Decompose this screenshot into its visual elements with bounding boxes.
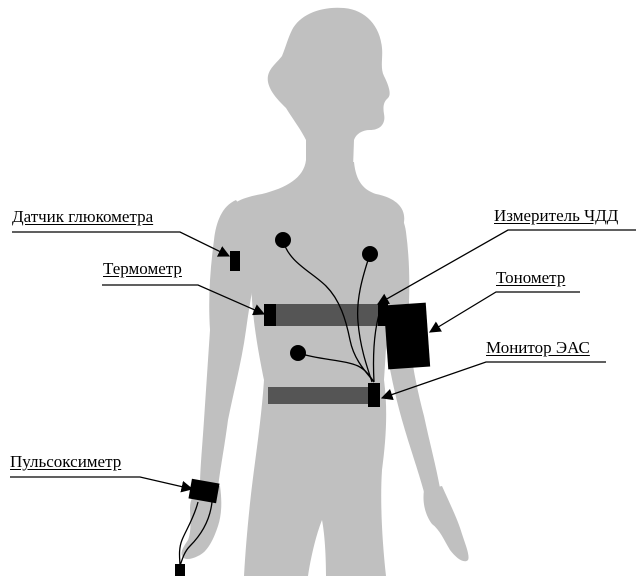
glucometer-leader	[12, 232, 229, 256]
ecg-monitor-unit	[368, 383, 380, 407]
thermometer-sensor	[264, 304, 276, 326]
ecg-electrode-1	[275, 232, 291, 248]
resp-rate-leader	[378, 230, 636, 304]
label-resp-rate-meter: Измеритель ЧДД	[494, 206, 618, 226]
arm-right	[200, 200, 262, 488]
waist-belt	[268, 387, 378, 404]
label-tonometer: Тонометр	[496, 268, 565, 288]
ecg-electrode-3	[290, 345, 306, 361]
human-silhouette	[181, 8, 468, 576]
hand-left	[423, 486, 468, 561]
head	[268, 8, 390, 168]
label-glucometer: Датчик глюкометра	[12, 207, 153, 227]
label-ecg-monitor: Монитор ЭАС	[486, 338, 590, 358]
chest-belt	[268, 304, 384, 326]
glucometer-sensor	[230, 251, 240, 271]
pulse-oximeter-leader	[10, 477, 192, 489]
label-thermometer: Термометр	[103, 259, 182, 279]
tonometer-cuff	[384, 303, 430, 370]
ecg-electrode-2	[362, 246, 378, 262]
torso	[226, 160, 404, 576]
pulse-oximeter-probe	[175, 564, 185, 576]
tonometer-leader	[430, 292, 580, 332]
label-pulse-oximeter: Пульсоксиметр	[10, 452, 121, 472]
